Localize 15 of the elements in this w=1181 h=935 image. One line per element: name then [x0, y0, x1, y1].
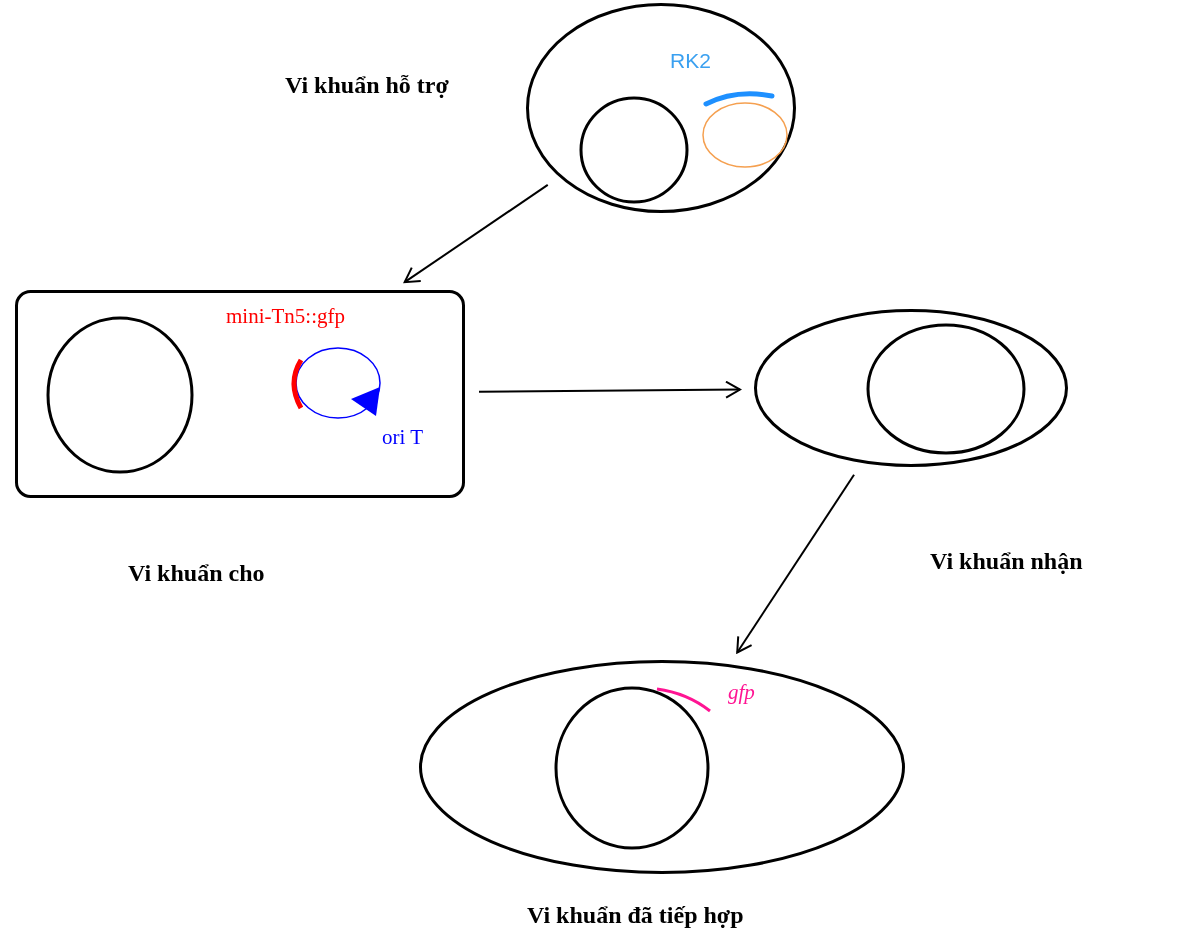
cell-drawing: [419, 660, 905, 874]
arrow: [478, 380, 742, 399]
gene-label: gfp: [728, 682, 755, 703]
cell-caption: Vi khuẩn cho: [128, 560, 265, 587]
arrow: [403, 183, 549, 284]
cell-drawing: [526, 3, 796, 213]
cell-caption: Vi khuẩn nhận: [930, 548, 1083, 575]
arrow: [736, 473, 856, 654]
cell-caption: Vi khuẩn hỗ trợ: [285, 72, 449, 99]
cell-drawing: [754, 309, 1068, 467]
origin-label: ori T: [382, 427, 424, 448]
cell-caption: Vi khuẩn đã tiếp hợp: [527, 902, 744, 929]
plasmid-label: RK2: [670, 50, 711, 71]
cell-drawing: [15, 290, 465, 498]
transposon-label: mini-Tn5::gfp: [226, 306, 345, 327]
